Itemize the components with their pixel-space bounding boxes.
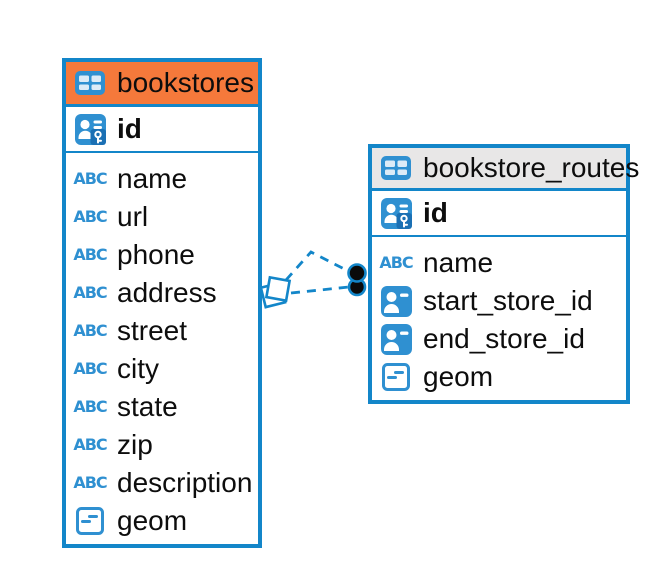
column-name: end_store_id — [423, 323, 585, 354]
column-row-end_store_id[interactable]: end_store_id — [372, 320, 626, 358]
text-icon: ABC — [73, 473, 107, 492]
column-name: zip — [117, 429, 153, 460]
column-row-state[interactable]: ABC state — [66, 388, 258, 426]
column-row-address[interactable]: ABC address — [66, 274, 258, 312]
column-row-url[interactable]: ABC url — [66, 198, 258, 236]
table-header-bookstore-routes[interactable]: bookstore_routes — [372, 148, 639, 191]
column-row-id[interactable]: id — [66, 107, 258, 153]
column-name: id — [423, 197, 448, 228]
text-icon: ABC — [73, 397, 107, 416]
column-row-zip[interactable]: ABC zip — [66, 426, 258, 464]
geometry-icon — [380, 363, 412, 391]
column-name: geom — [423, 361, 494, 392]
column-row-street[interactable]: ABC street — [66, 312, 258, 350]
reference-icon — [380, 285, 412, 317]
column-row-phone[interactable]: ABC phone — [66, 236, 258, 274]
text-icon: ABC — [379, 253, 413, 272]
table-title: bookstores — [117, 67, 254, 98]
column-row-geom[interactable]: geom — [66, 502, 258, 540]
table-header-bookstores[interactable]: bookstores — [66, 62, 258, 107]
text-icon: ABC — [73, 169, 107, 188]
column-row-geom[interactable]: geom — [372, 358, 626, 396]
column-name: name — [117, 163, 188, 194]
column-row-description[interactable]: ABC description — [66, 464, 258, 502]
table-icon — [74, 71, 106, 95]
geometry-icon — [74, 507, 106, 535]
text-icon: ABC — [73, 359, 107, 378]
column-row-name[interactable]: ABC name — [66, 160, 258, 198]
table-icon — [380, 156, 412, 180]
column-name: id — [117, 113, 142, 144]
column-row-id[interactable]: id — [372, 191, 626, 237]
column-row-city[interactable]: ABC city — [66, 350, 258, 388]
text-icon: ABC — [73, 283, 107, 302]
column-name: description — [117, 467, 253, 498]
column-row-start_store_id[interactable]: start_store_id — [372, 282, 626, 320]
text-icon: ABC — [73, 321, 107, 340]
primary-key-icon — [74, 113, 106, 145]
relationship-diamond-marker[interactable] — [264, 275, 292, 303]
relationship-dot-marker[interactable] — [347, 263, 367, 283]
relationship-line-2[interactable] — [290, 285, 350, 295]
relationship-line-1[interactable] — [284, 250, 351, 281]
column-name: name — [423, 247, 494, 278]
column-name: state — [117, 391, 178, 422]
column-name: street — [117, 315, 188, 346]
column-name: address — [117, 277, 217, 308]
column-name: url — [117, 201, 149, 232]
column-name: phone — [117, 239, 195, 270]
text-icon: ABC — [73, 245, 107, 264]
column-row-name[interactable]: ABC name — [372, 244, 626, 282]
column-name: geom — [117, 505, 188, 536]
table-title: bookstore_routes — [423, 152, 640, 183]
text-icon: ABC — [73, 207, 107, 226]
primary-key-icon — [380, 197, 412, 229]
reference-icon — [380, 323, 412, 355]
column-name: city — [117, 353, 159, 384]
text-icon: ABC — [73, 435, 107, 454]
column-name: start_store_id — [423, 285, 593, 316]
